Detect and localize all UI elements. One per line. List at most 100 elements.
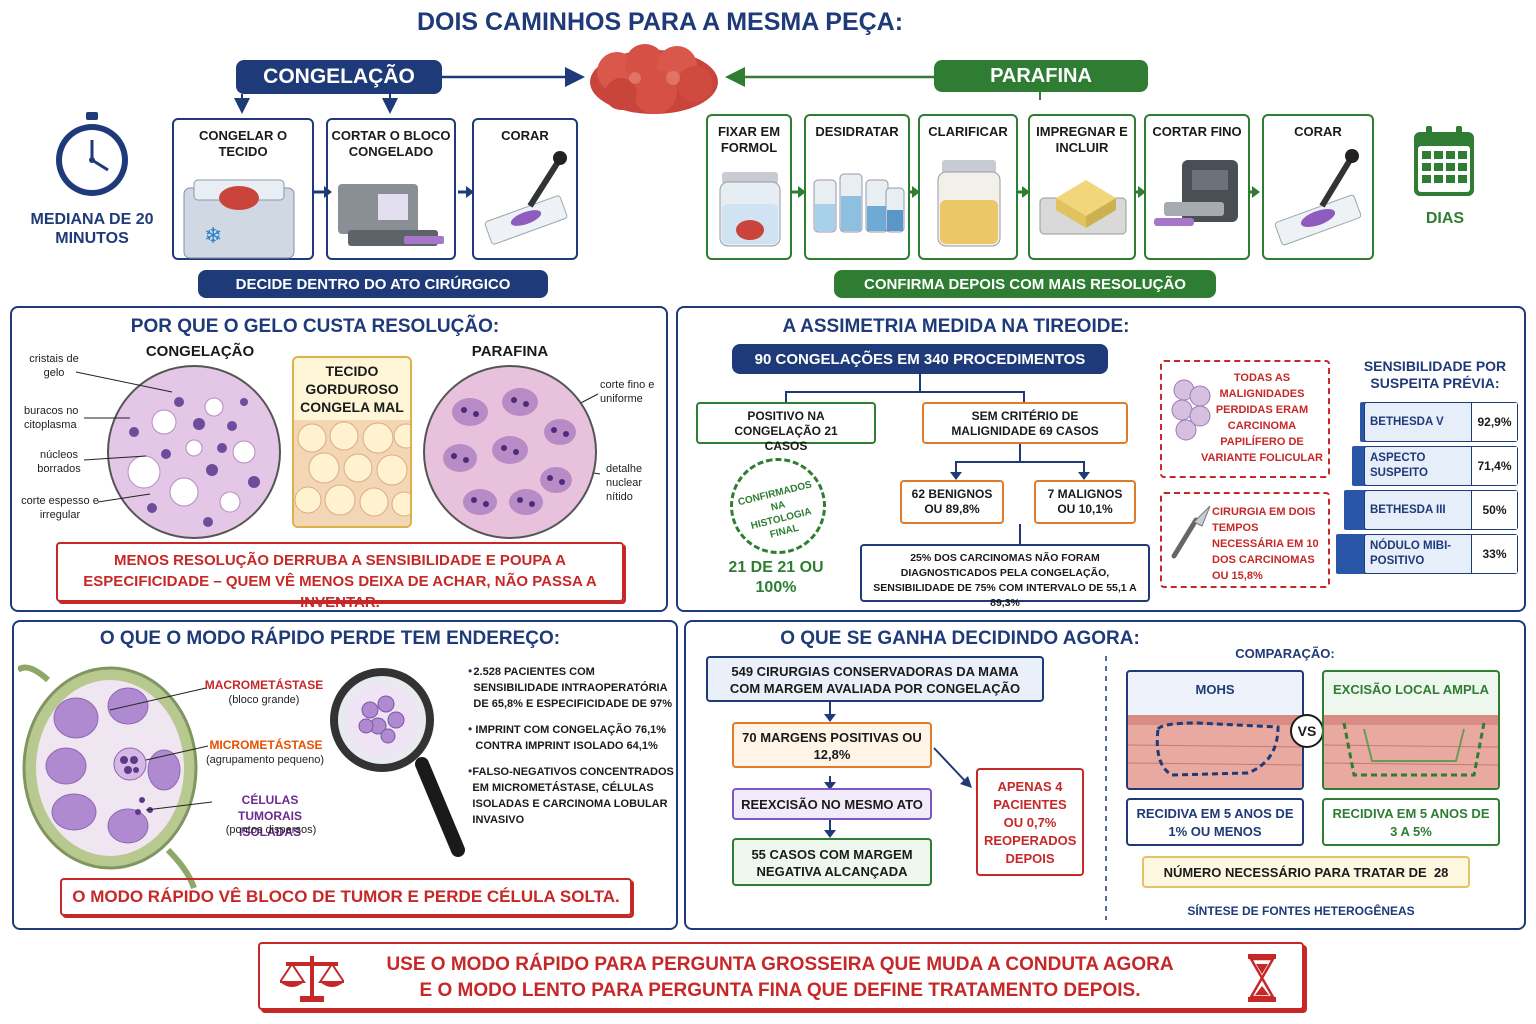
label-ice-crystals: cristais de gelo [29, 353, 79, 379]
macro-label: MACROMETÁSTASE [204, 678, 324, 692]
mohs-box: MOHS [1126, 670, 1304, 790]
dropper-slide-icon [484, 151, 568, 245]
calendar-icon [1412, 124, 1476, 200]
benign-box: 62 BENIGNOS OU 89,8% [900, 480, 1004, 524]
vs-badge: VS [1290, 714, 1324, 748]
node-bullets: •2.528 PACIENTES COM SENSIBILIDADE INTRA… [468, 664, 674, 828]
gain-box-5: APENAS 4 PACIENTES OU 0,7% REOPERADOS DE… [976, 768, 1084, 876]
confirm-banner: CONFIRMA DEPOIS COM MAIS RESOLUÇÃO [834, 270, 1216, 298]
wide-result: RECIDIVA EM 5 ANOS DE 3 A 5% [1322, 798, 1500, 846]
days-label: DIAS [1425, 210, 1465, 227]
thyroid-top-box: 90 CONGELAÇÕES EM 340 PROCEDIMENTOS [732, 344, 1108, 374]
cryostat-icon [338, 184, 444, 246]
sensitivity-label: BETHESDA V [1370, 415, 1444, 428]
sensitivity-title: SENSIBILIDADE POR SUSPEITA PRÉVIA: [1363, 358, 1507, 391]
clock-icon [52, 110, 132, 200]
gain-panel-title: O QUE SE GANHA DECIDINDO AGORA: [780, 628, 1140, 649]
fat-cells-image [294, 420, 410, 526]
malign-box: 7 MALIGNOS OU 10,1% [1034, 480, 1136, 524]
node-panel-title: O QUE O MODO RÁPIDO PERDE TEM ENDEREÇO: [99, 628, 561, 649]
right-step-arrows [792, 186, 1260, 198]
header-arrows [234, 67, 1041, 114]
step-embed: IMPREGNAR E INCLUIR [1028, 114, 1136, 260]
ice-conclusion: MENOS RESOLUÇÃO DERRUBA A SENSIBILIDADE … [56, 542, 624, 611]
label-thin-section: corte fino e uniforme [600, 379, 655, 405]
formalin-jar-icon [719, 172, 781, 247]
bullet-item: •2.528 PACIENTES COM SENSIBILIDADE INTRA… [468, 664, 673, 710]
gain-box-4: 55 CASOS COM MARGEM NEGATIVA ALCANÇADA [732, 838, 932, 886]
mohs-result: RECIDIVA EM 5 ANOS DE 1% OU MENOS [1126, 798, 1304, 846]
positive-box: POSITIVO NA CONGELAÇÃO 21 CASOS [696, 402, 876, 453]
micro-label: MICROMETÁSTASE [209, 738, 323, 752]
comparison-title: COMPARAÇÃO: [1235, 646, 1335, 661]
micro-sub: (agrupamento pequeno) [205, 754, 325, 766]
sensitivity-row: BETHESDA V 92,9% [1364, 402, 1518, 442]
dropper-slide-icon-2 [1274, 149, 1362, 246]
svg-text:❄: ❄ [204, 223, 222, 248]
step-cut-block: CORTAR O BLOCO CONGELADO [326, 118, 456, 260]
node-conclusion: O MODO RÁPIDO VÊ BLOCO DE TUMOR E PERDE … [60, 878, 632, 916]
wide-excision-skin-image [1324, 715, 1498, 788]
xylene-jar-icon [937, 160, 1001, 247]
label-thick-section: corte espesso e irregular [21, 495, 99, 521]
decide-banner: DECIDE DENTRO DO ATO CIRÚRGICO [198, 270, 548, 298]
bottles-icon [813, 173, 905, 233]
no-criteria-box: SEM CRITÉRIO DE MALIGNIDADE 69 CASOS [922, 402, 1128, 444]
sensitivity-note: 25% DOS CARCINOMAS NÃO FORAM DIAGNOSTICA… [860, 544, 1150, 609]
sensitivity-row: NÓDULO MIBI-POSITIVO 33% [1364, 534, 1518, 574]
thyroid-tree-lines [785, 374, 1090, 544]
bullet-item: •IMPRINT COM CONGELAÇÃO 76,1% CONTRA IMP… [468, 722, 667, 752]
label-blurred-nuclei: núcleos borrados [37, 449, 81, 475]
step-freeze: CONGELAR O TECIDO ❄ [172, 118, 314, 260]
thyroid-panel-title: A ASSIMETRIA MEDIDA NA TIREOIDE: [782, 316, 1130, 337]
tissue-specimen-image [585, 42, 723, 118]
macro-sub: (bloco grande) [228, 694, 300, 706]
footer-line-1: USE O MODO RÁPIDO PARA PERGUNTA GROSSEIR… [386, 954, 1174, 975]
panel-divider [1105, 656, 1107, 920]
wide-excision-box: EXCISÃO LOCAL AMPLA [1322, 670, 1500, 790]
paraffin-section-micrograph [420, 362, 600, 542]
step-clear: CLARIFICAR [918, 114, 1018, 260]
node-leader-lines [109, 687, 213, 811]
sensitivity-value: 71,4% [1471, 447, 1517, 485]
bullet-item: •FALSO-NEGATIVOS CONCENTRADOS EM MICROME… [468, 764, 674, 826]
col-parafina: PARAFINA [471, 343, 549, 360]
median-time-label: MEDIANA DE 20 MINUTOS [30, 211, 154, 247]
step-stain-left: CORAR [472, 118, 578, 260]
gain-box-3: REEXCISÃO NO MESMO ATO [732, 788, 932, 820]
sensitivity-label: BETHESDA III [1370, 503, 1446, 516]
gain-box-1: 549 CIRURGIAS CONSERVADORAS DA MAMA COM … [706, 656, 1044, 702]
follicular-cells-icon [1171, 379, 1211, 441]
footer-box: USE O MODO RÁPIDO PARA PERGUNTA GROSSEIR… [258, 942, 1304, 1010]
gain-arrows [824, 702, 972, 838]
mohs-label: MOHS [1195, 682, 1235, 697]
step-fix: FIXAR EM FORMOL [706, 114, 792, 260]
stamp-result: 21 DE 21 OU 100% [728, 559, 824, 596]
left-step-arrows [314, 186, 474, 198]
gain-box-2: 70 MARGENS POSITIVAS OU 12,8% [732, 722, 932, 768]
itc-sub: (pontos dispersos) [225, 824, 317, 836]
scales-icon [280, 956, 344, 1002]
parafina-pill: PARAFINA [934, 60, 1148, 92]
sensitivity-label: NÓDULO MIBI-POSITIVO [1370, 540, 1452, 567]
col-congelacao: CONGELAÇÃO [145, 343, 255, 360]
step-dehydrate: DESIDRATAR [804, 114, 910, 260]
hourglass-icon [1248, 954, 1276, 1002]
step-cut-thin: CORTAR FINO [1144, 114, 1250, 260]
fat-tissue-label: TECIDO GORDUROSO CONGELA MAL [300, 363, 404, 415]
mohs-skin-image [1128, 715, 1302, 788]
label-cytoplasm-holes: buracos no citoplasma [24, 405, 79, 431]
microtome-icon [1154, 160, 1238, 226]
frozen-section-micrograph [104, 362, 284, 542]
nnt-box: NÚMERO NECESSÁRIO PARA TRATAR DE 28 [1142, 856, 1470, 888]
sensitivity-value: 33% [1471, 535, 1517, 573]
magnifier-icon [330, 664, 470, 864]
sensitivity-value: 92,9% [1471, 403, 1517, 441]
footer-line-2: E O MODO LENTO PARA PERGUNTA FINA QUE DE… [419, 980, 1141, 1001]
source-note: SÍNTESE DE FONTES HETEROGÊNEAS [1187, 904, 1415, 918]
wide-excision-label: EXCISÃO LOCAL AMPLA [1332, 682, 1489, 697]
fat-tissue-box: TECIDO GORDUROSO CONGELA MAL [292, 356, 412, 528]
scalpel-icon [1171, 505, 1211, 559]
